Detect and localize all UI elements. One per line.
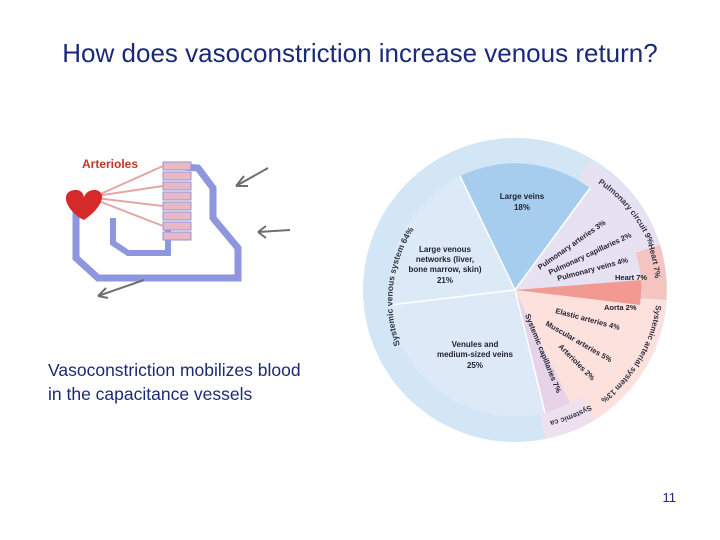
vessel-loop xyxy=(72,162,242,282)
label-venous-networks-3: bone marrow, skin) xyxy=(408,265,481,274)
segment-dividers xyxy=(389,175,591,414)
label-venules-1: Venules and xyxy=(452,340,499,349)
segment-heart xyxy=(515,280,642,305)
label-venous-networks-2: networks (liver, xyxy=(416,255,474,264)
caption-line-1: Vasoconstriction mobilizes blood xyxy=(48,360,301,380)
segment-capillaries xyxy=(515,290,570,413)
label-large-veins: Large veins xyxy=(500,192,545,201)
arrow-icons xyxy=(97,167,291,299)
label-venous-networks-1: Large venous xyxy=(419,245,472,254)
blood-distribution-pie: Systemic venous system 64% Pulmonary cir… xyxy=(357,128,670,445)
heart-icon xyxy=(65,190,103,220)
label-heart: Heart 7% xyxy=(615,273,647,282)
segment-venules xyxy=(390,290,545,417)
caption: Vasoconstriction mobilizes blood in the … xyxy=(48,358,368,406)
arterioles-label: Arterioles xyxy=(82,157,138,171)
inner-vessel xyxy=(110,218,171,256)
vascular-diagram: Arterioles xyxy=(58,148,298,313)
caption-line-2: in the capacitance vessels xyxy=(48,384,253,404)
slide-title: How does vasoconstriction increase venou… xyxy=(62,38,658,68)
label-aorta: Aorta 2% xyxy=(604,303,637,312)
value-venules: 25% xyxy=(467,361,483,370)
segment-arterial xyxy=(515,290,640,403)
value-large-veins: 18% xyxy=(514,203,530,212)
page-number: 11 xyxy=(662,490,677,505)
segment-large-veins xyxy=(460,163,590,290)
vascular-diagram-svg: Arterioles xyxy=(65,157,291,299)
value-venous-networks: 21% xyxy=(437,276,453,285)
label-venules-2: medium-sized veins xyxy=(437,350,514,359)
pie-svg: Systemic venous system 64% Pulmonary cir… xyxy=(357,128,667,442)
segment-pulmonary xyxy=(515,188,641,290)
arteriole-stacks xyxy=(95,161,192,241)
